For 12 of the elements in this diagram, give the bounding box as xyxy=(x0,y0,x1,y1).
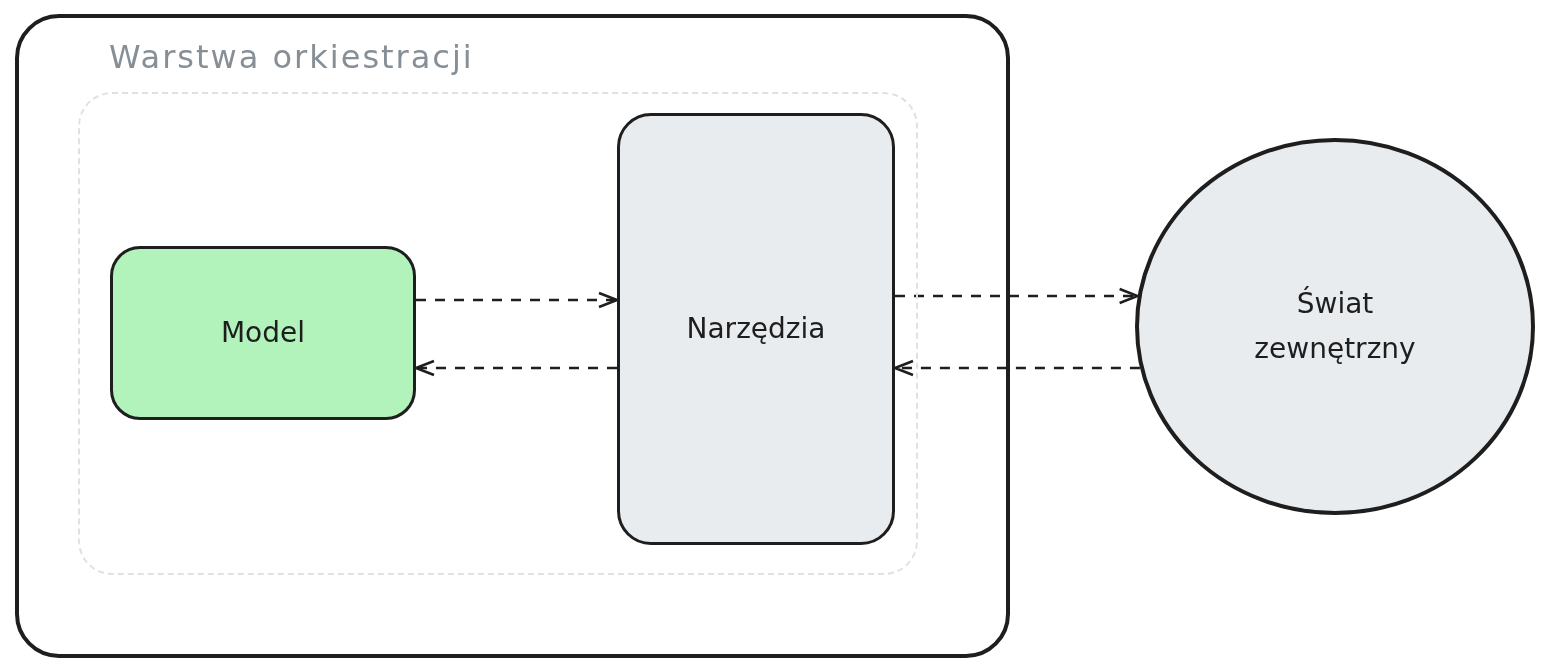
process-box xyxy=(110,246,416,420)
dashed-arrow xyxy=(416,291,619,309)
dashed-group-box xyxy=(78,92,918,575)
process-box xyxy=(617,113,895,545)
group-heading: Warstwa orkiestracji xyxy=(109,38,474,76)
dashed-arrow xyxy=(895,287,1139,305)
node-label: Świat zewnętrzny xyxy=(1253,285,1417,367)
node-label: Narzędzia xyxy=(686,310,826,347)
dashed-arrow xyxy=(893,359,1140,377)
node-label: Model xyxy=(220,314,306,351)
container-box xyxy=(15,14,1010,658)
dashed-arrow xyxy=(414,359,617,377)
